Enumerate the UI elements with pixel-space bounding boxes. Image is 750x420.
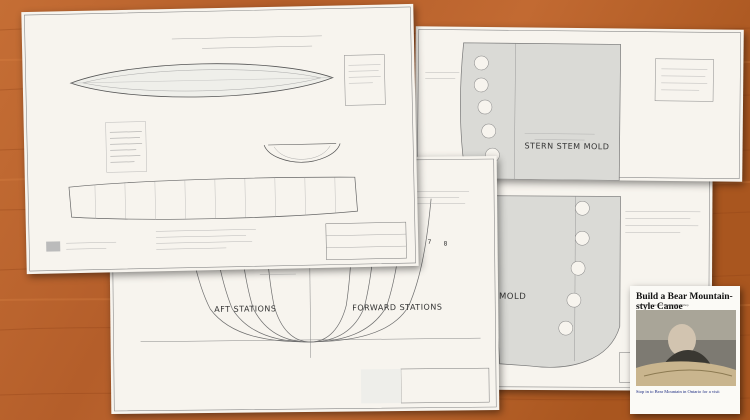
stern-mold-label: STERN STEM MOLD [524, 141, 610, 152]
booklet-caption: Stop in to Bear Mountain in Ontario for … [636, 389, 720, 394]
station-number-8: 8 [443, 240, 448, 248]
blueprint-sheet-canoe-plan [21, 3, 419, 275]
blueprint-sheet-stern-mold: STERN STEM MOLD [414, 26, 744, 182]
booklet-title: Build a Bear Mountain-style Canoe [636, 292, 733, 312]
instruction-booklet: Build a Bear Mountain-style Canoe …in Te… [630, 286, 740, 414]
booklet-subtitle: …in Ted Moores Bear Mountain Boat Shop [636, 303, 689, 307]
forward-stations-label: FORWARD STATIONS [352, 302, 443, 313]
station-number-7: 7 [427, 238, 432, 246]
booklet-photo [636, 310, 736, 386]
aft-stations-label: AFT STATIONS [214, 304, 277, 314]
